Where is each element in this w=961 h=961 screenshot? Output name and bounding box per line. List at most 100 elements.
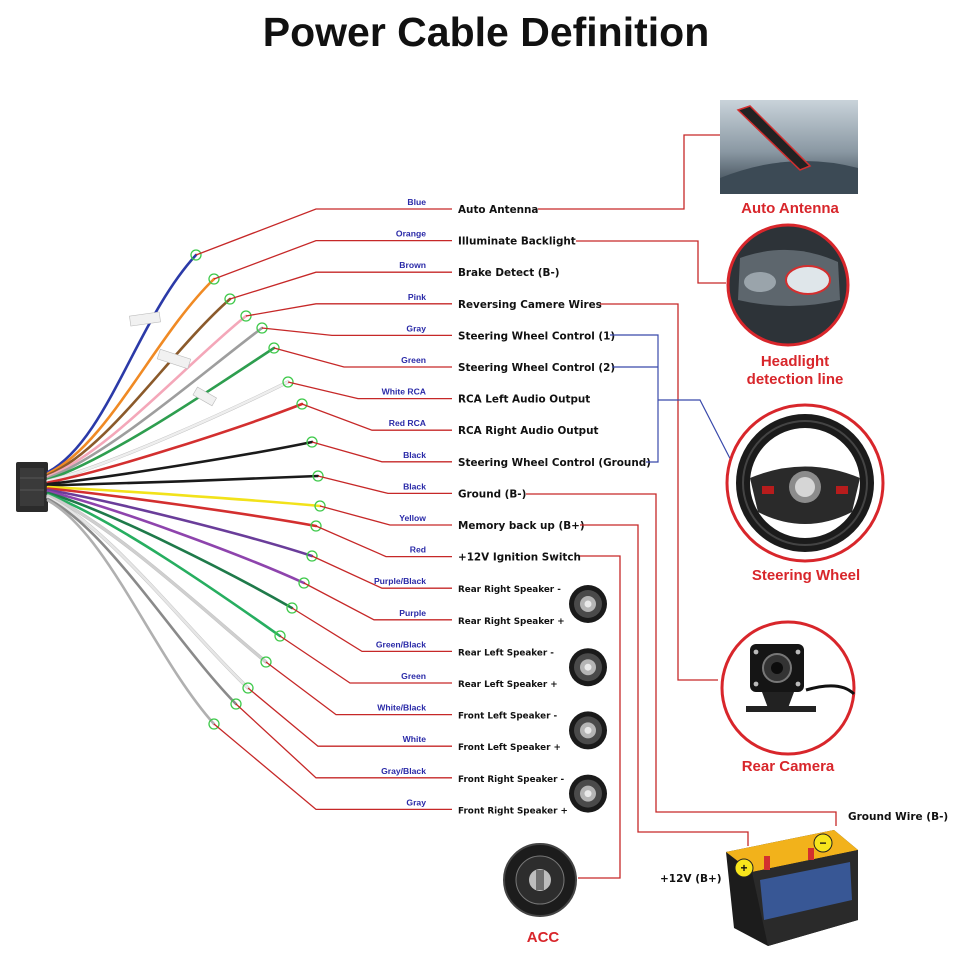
wire-marker-1 [208,273,220,285]
ignition-switch: ACC [503,843,577,946]
wire-marker-13 [298,577,310,589]
wire-marker-16 [260,656,272,668]
wire-color-label: Black [403,450,426,460]
leader-line-18 [235,703,452,779]
leader-line-3 [245,303,452,317]
leader-line-16 [265,661,452,716]
rear-camera-label: Rear Camera [742,758,835,775]
svg-text:−: − [819,836,826,850]
car-battery-icon: + − [726,830,858,946]
wire-7 [46,402,304,484]
speaker-icon [569,648,607,687]
wire-function-label: Memory back up (B+) [458,520,585,532]
wire-marker-5 [268,342,280,354]
wire-marker-19 [208,718,220,730]
wire-function-label: Steering Wheel Control (1) [458,330,615,342]
wire-17 [46,496,250,690]
wire-function-label: Front Left Speaker - [458,712,558,722]
wire-color-label: Gray [406,797,426,807]
steering-control-connection [610,334,741,479]
wire-color-label: Red RCA [389,418,426,428]
headlight-connection [576,240,726,284]
auto-antenna-photo: Auto Antenna [720,100,858,217]
ignition-connection [578,555,621,879]
headlight-label-1: Headlight [761,353,829,370]
wire-color-label: Green [401,671,426,681]
leader-line-14 [291,607,452,653]
wire-marker-14 [286,602,298,614]
steering-wheel-label: Steering Wheel [752,567,860,584]
wire-8 [46,440,314,486]
wire-color-label: Green [401,355,426,365]
harness-connector [16,462,48,512]
wire-function-label: Ground (B-) [458,488,526,500]
wire-function-label: Steering Wheel Control (Ground) [458,457,651,469]
wire-function-label: Rear Left Speaker + [458,680,558,690]
wire-function-label: Brake Detect (B-) [458,267,560,279]
wire-marker-2 [224,293,236,305]
wire-marker-17 [242,682,254,694]
wire-marker-11 [310,520,322,532]
leader-line-9 [317,475,452,495]
wire-color-label: Purple/Black [374,576,426,586]
acc-label: ACC [527,929,560,946]
leader-line-6 [287,381,452,400]
leader-line-10 [319,505,452,526]
speaker-icon [569,774,607,813]
antenna-connection [538,134,720,210]
plus12v-label: +12V (B+) [660,873,722,885]
wire-marker-6 [282,376,294,388]
wire-marker-8 [306,436,318,448]
wire-marker-12 [306,550,318,562]
wire-function-label: RCA Left Audio Output [458,394,590,406]
wire-9 [46,474,320,487]
leader-line-19 [213,723,452,811]
wire-function-label: RCA Right Audio Output [458,425,598,437]
svg-text:+: + [740,861,747,875]
wire-color-label: Green/Black [376,639,426,649]
wire-5 [46,346,276,481]
wire-2 [46,297,232,477]
speaker-icon [569,711,607,750]
leader-line-12 [311,555,452,589]
wire-color-label: Black [403,481,426,491]
auto-antenna-label: Auto Antenna [741,200,839,217]
wire-3 [46,314,248,478]
leader-line-4 [261,327,452,337]
leader-line-5 [273,347,452,368]
cable-tags [129,311,217,407]
wire-marker-9 [312,470,324,482]
wire-function-label: Illuminate Backlight [458,236,576,248]
wire-color-label: Brown [399,260,426,270]
wire-color-label: White RCA [382,387,426,397]
wire-18 [46,497,238,706]
wire-function-label: Front Right Speaker + [458,806,568,816]
speaker-icon [569,585,607,623]
wire-12 [46,488,314,558]
ground-wire-label: Ground Wire (B-) [848,811,948,823]
wire-1 [46,277,216,475]
camera-connection [600,303,718,681]
leader-line-2 [229,271,452,300]
wire-marker-15 [274,630,286,642]
wire-function-label: Reversing Camere Wires [458,299,602,311]
wire-marker-18 [230,698,242,710]
wire-14 [46,491,294,610]
wire-color-label: Purple [399,608,426,618]
wire-color-label: Orange [396,229,426,239]
wire-function-label: Auto Antenna [458,204,538,216]
leader-line-1 [213,239,452,280]
leader-line-13 [303,582,452,621]
speakers-group [569,585,607,813]
wire-11 [46,487,318,528]
memory-connection [580,524,749,846]
wire-color-label: Red [410,545,426,555]
headlight-photo: Headlight detection line [726,223,850,388]
wire-color-label: White [403,734,427,744]
wire-color-label: Blue [407,197,426,207]
wire-16 [46,494,268,664]
wire-color-label: White/Black [377,703,426,713]
leader-line-17 [247,687,452,747]
wire-color-label: Yellow [399,513,426,523]
